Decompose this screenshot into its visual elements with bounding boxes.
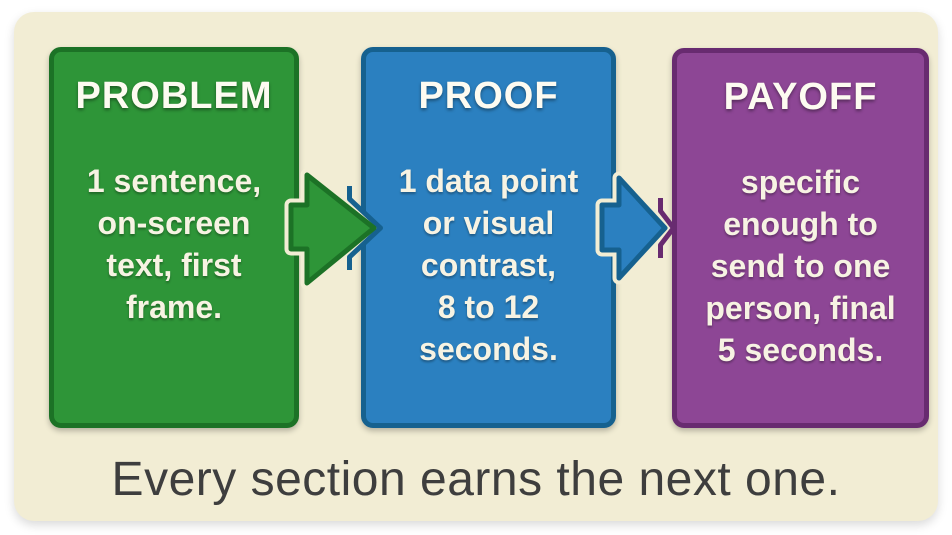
proof-box-title: PROOF (418, 75, 559, 117)
payoff-box-body: specific enough to send to one person, f… (705, 164, 896, 368)
problem-box-title: PROBLEM (75, 75, 273, 117)
infographic-card: PROBLEM 1 sentence, on-screen text, firs… (14, 12, 938, 521)
problem-box: PROBLEM 1 sentence, on-screen text, firs… (49, 47, 299, 428)
proof-box-body: 1 data point or visual contrast, 8 to 12… (398, 163, 579, 367)
proof-box: PROOF 1 data point or visual contrast, 8… (361, 47, 616, 428)
caption-text: Every section earns the next one. (111, 453, 841, 506)
problem-box-body: 1 sentence, on-screen text, first frame. (86, 163, 262, 325)
payoff-box-title: PAYOFF (723, 76, 878, 118)
payoff-box: PAYOFF specific enough to send to one pe… (672, 48, 929, 428)
